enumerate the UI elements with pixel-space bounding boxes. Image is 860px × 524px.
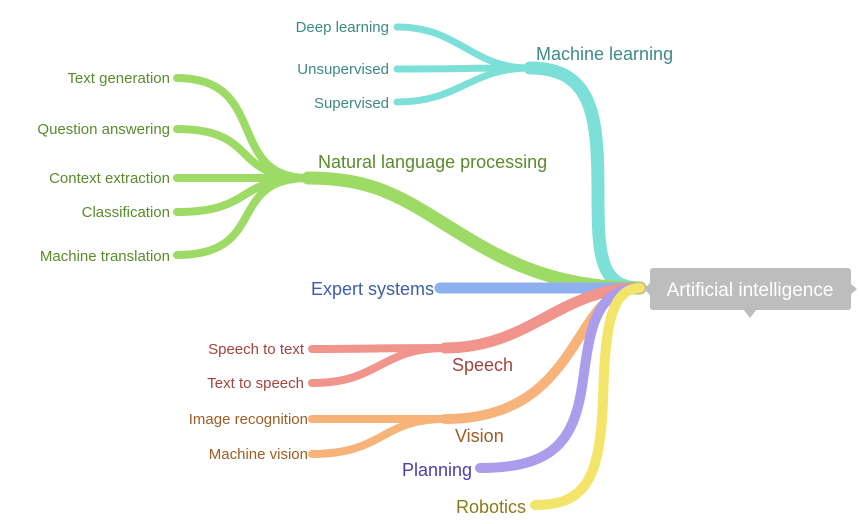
leaf-deep-learning[interactable]: Deep learning xyxy=(296,19,389,36)
leaf-speech-to-text[interactable]: Speech to text xyxy=(208,341,305,358)
branch-speech[interactable]: Speech xyxy=(452,355,513,375)
leaf-unsupervised[interactable]: Unsupervised xyxy=(297,61,389,78)
root-node-right-notch xyxy=(850,283,857,295)
leaf-classification[interactable]: Classification xyxy=(82,204,170,221)
leaf-context-extraction[interactable]: Context extraction xyxy=(49,170,170,187)
edge-root-machine-learning xyxy=(523,61,647,295)
leaf-machine-vision[interactable]: Machine vision xyxy=(209,446,308,463)
branch-machine-learning[interactable]: Machine learning xyxy=(536,44,673,64)
leaf-text-to-speech[interactable]: Text to speech xyxy=(207,375,304,392)
leaf-image-recognition[interactable]: Image recognition xyxy=(189,411,308,428)
edge-root-robotics xyxy=(530,283,645,510)
edge-nlp-machine-translation xyxy=(173,174,312,259)
branch-robotics[interactable]: Robotics xyxy=(456,497,526,517)
root-node-label: Artificial intelligence xyxy=(667,280,834,301)
edge-machine-learning-deep-learning xyxy=(393,23,534,72)
leaf-text-generation[interactable]: Text generation xyxy=(67,70,170,87)
edge-machine-learning-supervised xyxy=(393,64,534,106)
branch-vision[interactable]: Vision xyxy=(455,426,504,446)
edge-root-planning xyxy=(475,283,645,473)
leaf-supervised[interactable]: Supervised xyxy=(314,95,389,112)
root-node-bottom-notch xyxy=(743,309,757,318)
leaf-machine-translation[interactable]: Machine translation xyxy=(40,248,170,265)
edge-speech-text-to-speech xyxy=(308,344,449,387)
edge-nlp-question-answering xyxy=(173,125,312,182)
branch-nlp[interactable]: Natural language processing xyxy=(318,152,547,172)
branch-expert-systems[interactable]: Expert systems xyxy=(311,279,434,299)
root-node[interactable]: Artificial intelligence xyxy=(644,268,857,318)
leaf-question-answering[interactable]: Question answering xyxy=(37,121,170,138)
edge-vision-machine-vision xyxy=(308,415,449,458)
edge-root-nlp xyxy=(301,171,647,295)
root-node-box xyxy=(650,268,851,310)
branch-planning[interactable]: Planning xyxy=(402,460,472,480)
root-node-left-notch xyxy=(644,281,652,297)
